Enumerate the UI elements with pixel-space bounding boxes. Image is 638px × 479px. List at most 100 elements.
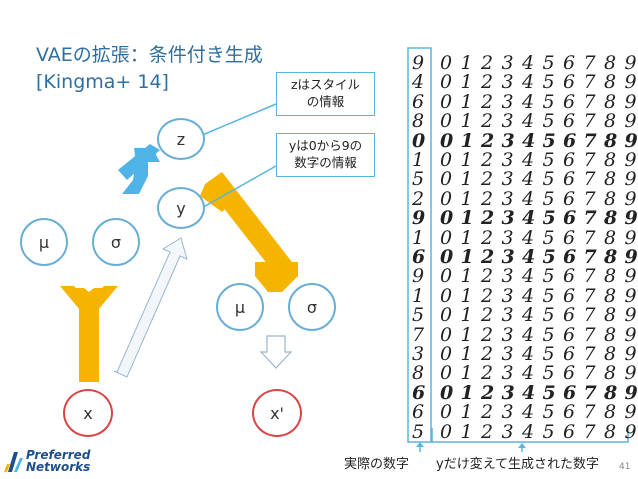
generated-digit: 4 xyxy=(522,52,535,74)
actual-digit: 1 xyxy=(412,284,425,307)
generated-digit: 3 xyxy=(501,129,515,152)
actual-digit: 6 xyxy=(412,401,425,424)
generated-digit: 2 xyxy=(481,265,494,288)
generated-digit: 8 xyxy=(604,129,618,152)
generated-digit: 9 xyxy=(624,304,637,327)
generated-digit: 8 xyxy=(604,168,617,191)
generated-digit: 3 xyxy=(501,226,514,249)
generated-digit: 4 xyxy=(522,362,535,385)
y-callout-line-1: yは0から9の xyxy=(288,138,363,153)
generated-digit: 0 xyxy=(440,246,454,268)
generated-digit: 0 xyxy=(440,323,453,346)
node-x: x xyxy=(63,389,113,437)
preferred-networks-logo: Preferred Networks xyxy=(4,447,104,475)
actual-digit: 8 xyxy=(412,362,425,385)
generated-digit: 6 xyxy=(563,207,577,230)
actual-digit: 6 xyxy=(412,381,426,404)
generated-digit: 7 xyxy=(583,187,596,210)
generated-digit: 2 xyxy=(481,381,495,404)
generated-digit: 0 xyxy=(440,207,454,230)
generated-digits-caption: yだけ変えて生成された数字 xyxy=(436,457,600,472)
generated-digit: 0 xyxy=(440,226,453,249)
actual-digit: 4 xyxy=(412,71,425,94)
actual-digit: 8 xyxy=(412,110,425,133)
generated-digit: 5 xyxy=(542,52,555,74)
generated-digit: 4 xyxy=(522,304,535,327)
node-x-prime: x' xyxy=(252,389,302,437)
actual-digit: 7 xyxy=(412,323,425,346)
generated-digit: 1 xyxy=(460,401,473,424)
generated-digit: 7 xyxy=(583,52,596,74)
generated-digit: 7 xyxy=(583,343,596,365)
generated-digit: 5 xyxy=(542,187,555,210)
node-sigma-decoder: σ xyxy=(288,283,336,331)
generated-digit: 8 xyxy=(604,362,617,385)
actual-digit-column-box xyxy=(407,47,432,443)
generated-digit: 9 xyxy=(624,401,637,424)
generated-digit: 1 xyxy=(460,52,473,74)
generated-digit: 5 xyxy=(542,381,556,404)
generated-digit: 3 xyxy=(501,207,515,230)
generated-digit: 0 xyxy=(440,381,454,404)
generated-digit: 4 xyxy=(522,226,535,249)
generated-digit: 0 xyxy=(440,343,453,365)
slide-title: VAEの拡張：条件付き生成 [Kingma+ 14] xyxy=(36,42,263,96)
y-callout-line-2: 数字の情報 xyxy=(294,155,357,170)
generated-digit: 3 xyxy=(501,265,514,288)
title-line-2: [Kingma+ 14] xyxy=(36,71,169,93)
generated-digit: 6 xyxy=(563,323,576,346)
generated-digit: 1 xyxy=(460,90,473,113)
actual-digit: 9 xyxy=(412,207,426,230)
generated-digit: 9 xyxy=(624,226,637,249)
generated-digit: 5 xyxy=(542,168,555,191)
generated-digit: 6 xyxy=(563,149,576,171)
generated-digit: 4 xyxy=(522,420,535,443)
generated-digit: 2 xyxy=(481,110,494,133)
logo-text-line-1: Preferred xyxy=(26,448,91,462)
generated-digit: 4 xyxy=(522,129,536,152)
generated-digit: 4 xyxy=(522,71,535,94)
generated-digit: 2 xyxy=(481,71,494,94)
z-callout-line-2: の情報 xyxy=(306,94,345,109)
actual-digit: 5 xyxy=(412,168,425,191)
generated-digit: 4 xyxy=(522,284,535,307)
actual-digit: 6 xyxy=(412,90,425,113)
generated-digit: 2 xyxy=(481,226,494,249)
x-to-y-hollow-arrow xyxy=(113,237,188,378)
generated-digit: 3 xyxy=(501,323,514,346)
generated-digit: 8 xyxy=(604,265,617,288)
generated-digit: 3 xyxy=(501,284,514,307)
generated-digit: 2 xyxy=(481,207,495,230)
generated-digit: 0 xyxy=(440,90,453,113)
generated-digit: 8 xyxy=(604,323,617,346)
generated-digit: 1 xyxy=(460,420,473,443)
generated-digit: 5 xyxy=(542,149,555,171)
generated-digit: 6 xyxy=(563,168,576,191)
actual-digit: 0 xyxy=(412,129,426,152)
generated-digit: 0 xyxy=(440,149,453,171)
generated-digit: 5 xyxy=(542,71,555,94)
generated-digit: 7 xyxy=(583,304,596,327)
generated-digit: 2 xyxy=(481,149,494,171)
generated-digit: 5 xyxy=(542,420,555,443)
node-mu-decoder: μ xyxy=(216,283,264,331)
actual-digit-pointer-head xyxy=(416,442,424,447)
generated-digit: 8 xyxy=(604,187,617,210)
generated-digit: 8 xyxy=(604,420,617,443)
node-x-label: x xyxy=(83,403,93,423)
node-sigma-encoder-label: σ xyxy=(110,232,122,252)
generated-digit: 1 xyxy=(460,207,474,230)
generated-digit: 7 xyxy=(583,323,596,346)
node-sigma-decoder-label: σ xyxy=(306,297,318,317)
generated-digit: 9 xyxy=(624,52,637,74)
